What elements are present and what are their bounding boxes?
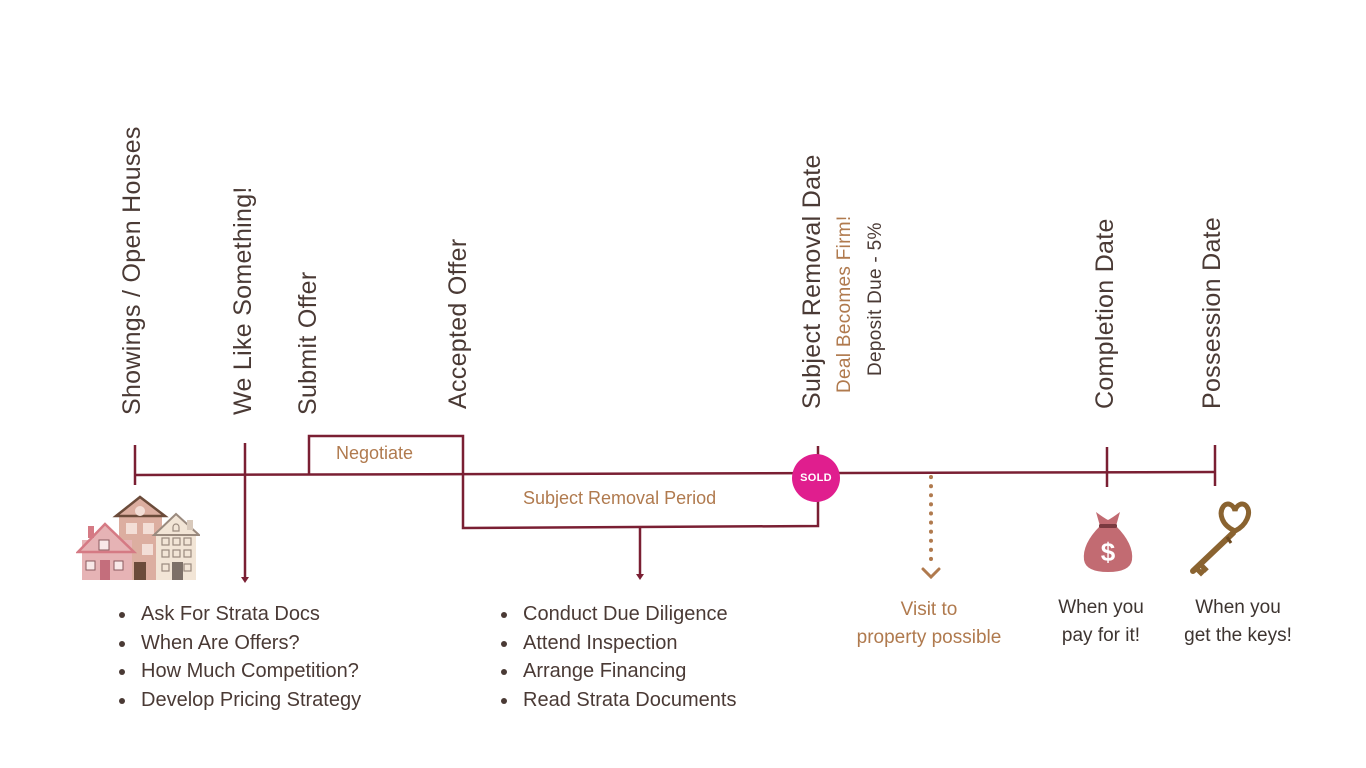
list-item: Attend Inspection <box>497 629 736 658</box>
period-negotiate: Negotiate <box>336 443 414 463</box>
list-item: Arrange Financing <box>497 657 736 686</box>
milestone-deal-firm: Deal Becomes Firm! <box>834 215 855 394</box>
key-icon <box>1190 501 1251 577</box>
dotted-arrowhead-visit <box>921 567 941 580</box>
sold-badge: SOLD <box>792 454 840 502</box>
list-subject-period: Conduct Due Diligence Attend Inspection … <box>497 600 736 714</box>
milestone-submit-offer: Submit Offer <box>294 271 322 415</box>
arrowhead-subject <box>636 574 644 580</box>
milestone-completion-date: Completion Date <box>1091 218 1119 409</box>
milestone-showings: Showings / Open Houses <box>118 126 146 415</box>
period-subject-removal: Subject Removal Period <box>523 488 717 508</box>
milestone-possession-date: Possession Date <box>1198 216 1226 409</box>
list-before-offer: Ask For Strata Docs When Are Offers? How… <box>115 600 361 714</box>
list-item: When Are Offers? <box>115 629 361 658</box>
arrowhead-we-like <box>241 577 249 583</box>
money-bag-icon: $ <box>1083 512 1133 572</box>
list-item: Ask For Strata Docs <box>115 600 361 629</box>
list-item: Read Strata Documents <box>497 686 736 715</box>
negotiate-bracket <box>307 434 465 474</box>
caption-visit: Visit to property possible <box>838 596 1020 652</box>
caption-completion: When you pay for it! <box>1040 594 1162 650</box>
houses-icon <box>76 495 200 580</box>
caption-completion-line2: pay for it! <box>1061 625 1141 646</box>
milestone-deposit-due: Deposit Due - 5% <box>865 222 886 376</box>
list-item: Conduct Due Diligence <box>497 600 736 629</box>
caption-visit-line1: Visit to <box>900 599 958 620</box>
caption-completion-line1: When you <box>1058 597 1144 618</box>
milestone-accepted-offer: Accepted Offer <box>444 238 472 410</box>
milestone-subject-removal-date: Subject Removal Date <box>798 154 826 409</box>
milestone-we-like-something: We Like Something! <box>229 186 257 415</box>
caption-possession-line1: When you <box>1195 597 1281 618</box>
caption-possession: When you get the keys! <box>1170 594 1306 650</box>
caption-possession-line2: get the keys! <box>1184 625 1292 646</box>
timeline-main-line <box>134 470 1216 477</box>
list-item: How Much Competition? <box>115 657 361 686</box>
list-item: Develop Pricing Strategy <box>115 686 361 715</box>
dollar-sign: $ <box>1101 537 1116 567</box>
caption-visit-line2: property possible <box>856 627 1002 648</box>
